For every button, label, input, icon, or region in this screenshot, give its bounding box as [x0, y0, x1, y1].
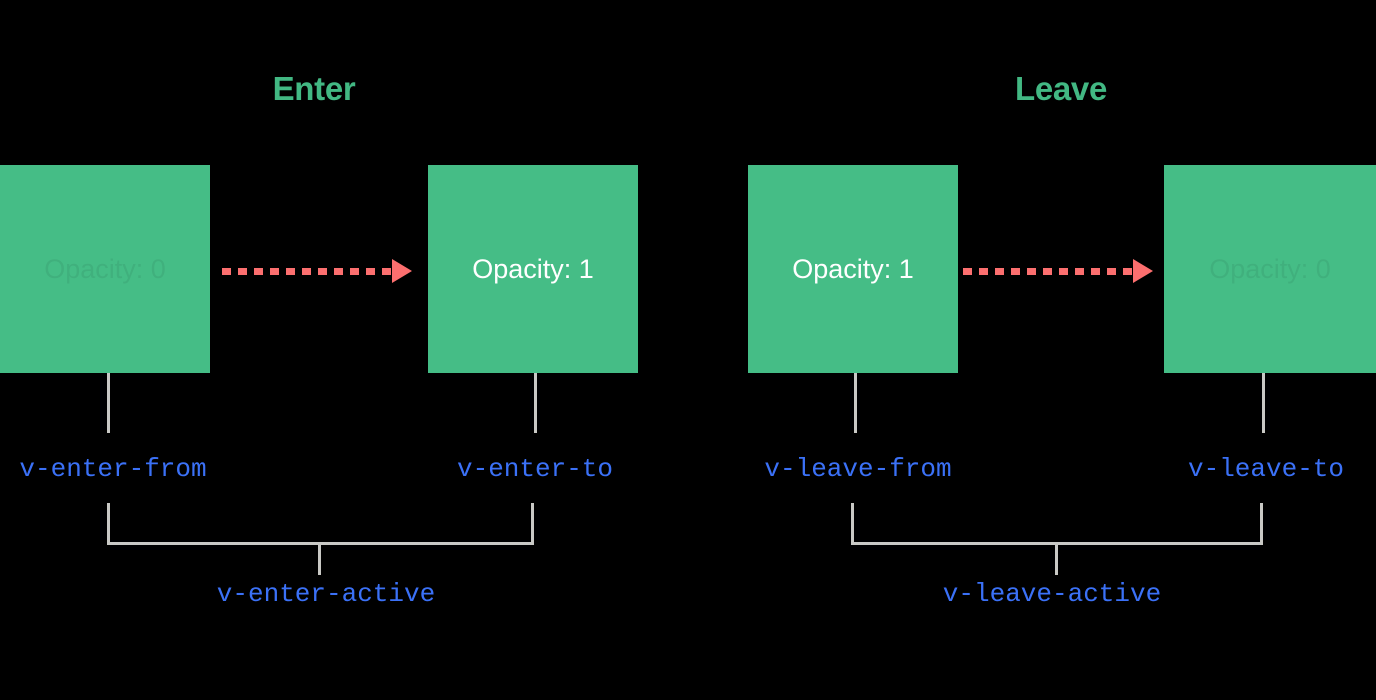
enter-bracket-rail: [107, 542, 534, 545]
leave-active-stem: [1055, 545, 1058, 575]
leave-bracket-rail: [851, 542, 1263, 545]
leave-from-stem: [854, 373, 857, 433]
leave-transition-arrow-icon: [963, 259, 1153, 283]
enter-to-stem: [534, 373, 537, 433]
enter-to-box: Opacity: 1: [428, 165, 638, 373]
enter-from-box: Opacity: 0: [0, 165, 210, 373]
enter-transition-arrow-icon: [222, 259, 412, 283]
label-v-enter-from: v-enter-from: [19, 454, 207, 484]
label-v-leave-from: v-leave-from: [764, 454, 952, 484]
enter-arrow-head-icon: [392, 259, 412, 283]
enter-arrow-line: [222, 267, 393, 275]
label-v-leave-to: v-leave-to: [1187, 454, 1345, 484]
enter-active-bracket: [107, 503, 534, 545]
enter-bracket-arm-right: [531, 503, 534, 545]
leave-section-title: Leave: [1014, 70, 1108, 107]
leave-to-stem: [1262, 373, 1265, 433]
enter-from-stem: [107, 373, 110, 433]
label-v-leave-active: v-leave-active: [942, 579, 1162, 609]
leave-bracket-arm-left: [851, 503, 854, 545]
enter-from-box-label: Opacity: 0: [44, 253, 166, 284]
enter-bracket-arm-left: [107, 503, 110, 545]
leave-to-box: Opacity: 0: [1164, 165, 1376, 373]
leave-active-bracket: [851, 503, 1263, 545]
leave-arrow-head-icon: [1133, 259, 1153, 283]
label-v-enter-to: v-enter-to: [456, 454, 614, 484]
enter-to-box-label: Opacity: 1: [472, 253, 594, 284]
leave-to-box-label: Opacity: 0: [1209, 253, 1331, 284]
leave-from-box: Opacity: 1: [748, 165, 958, 373]
leave-bracket-arm-right: [1260, 503, 1263, 545]
leave-arrow-line: [963, 267, 1134, 275]
enter-section-title: Enter: [272, 70, 356, 107]
leave-from-box-label: Opacity: 1: [792, 253, 914, 284]
enter-active-stem: [318, 545, 321, 575]
label-v-enter-active: v-enter-active: [216, 579, 436, 609]
